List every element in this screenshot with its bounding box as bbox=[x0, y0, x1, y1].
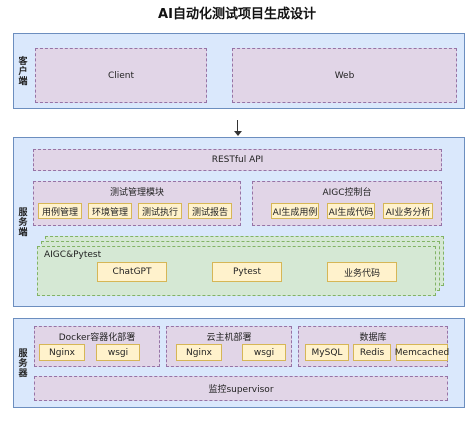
test-management-title: 测试管理模块 bbox=[109, 188, 164, 198]
database-title: 数据库 bbox=[359, 333, 387, 343]
aigc-console-title: AIGC控制台 bbox=[322, 188, 372, 198]
mysql-item: MySQL bbox=[305, 344, 349, 361]
diagram-title: AI自动化测试项目生成设计 bbox=[158, 7, 316, 22]
server-machine-tier-label: 服务器 bbox=[16, 348, 27, 378]
connector-line bbox=[237, 120, 238, 132]
monitor-supervisor-box: 监控supervisor bbox=[34, 376, 448, 401]
docker-wsgi-item: wsgi bbox=[96, 344, 140, 361]
server-tier-label: 服务端 bbox=[16, 207, 27, 237]
aigc-pytest-title: AIGC&Pytest bbox=[44, 250, 102, 260]
client-tier-label: 客户端 bbox=[16, 56, 27, 86]
ai-generate-cases-item: AI生成用例 bbox=[271, 203, 319, 219]
cloud-host-title: 云主机部署 bbox=[206, 333, 252, 343]
ai-generate-code-item: AI生成代码 bbox=[327, 203, 375, 219]
web-box: Web bbox=[232, 48, 457, 103]
chatgpt-item: ChatGPT bbox=[97, 262, 167, 282]
ai-business-analysis-item: AI业务分析 bbox=[383, 203, 433, 219]
restful-api-box: RESTful API bbox=[33, 149, 442, 171]
docker-deployment-title: Docker容器化部署 bbox=[58, 333, 136, 343]
test-report-item: 测试报告 bbox=[188, 203, 232, 219]
cloud-nginx-item: Nginx bbox=[176, 344, 222, 361]
redis-item: Redis bbox=[353, 344, 391, 361]
memcached-item: Memcached bbox=[395, 344, 449, 361]
docker-nginx-item: Nginx bbox=[39, 344, 85, 361]
test-execution-item: 测试执行 bbox=[138, 203, 182, 219]
business-code-item: 业务代码 bbox=[327, 262, 397, 282]
environment-management-item: 环境管理 bbox=[88, 203, 132, 219]
client-box: Client bbox=[35, 48, 207, 103]
cloud-wsgi-item: wsgi bbox=[242, 344, 286, 361]
pytest-item: Pytest bbox=[212, 262, 282, 282]
case-management-item: 用例管理 bbox=[38, 203, 82, 219]
connector-arrowhead bbox=[234, 131, 242, 136]
